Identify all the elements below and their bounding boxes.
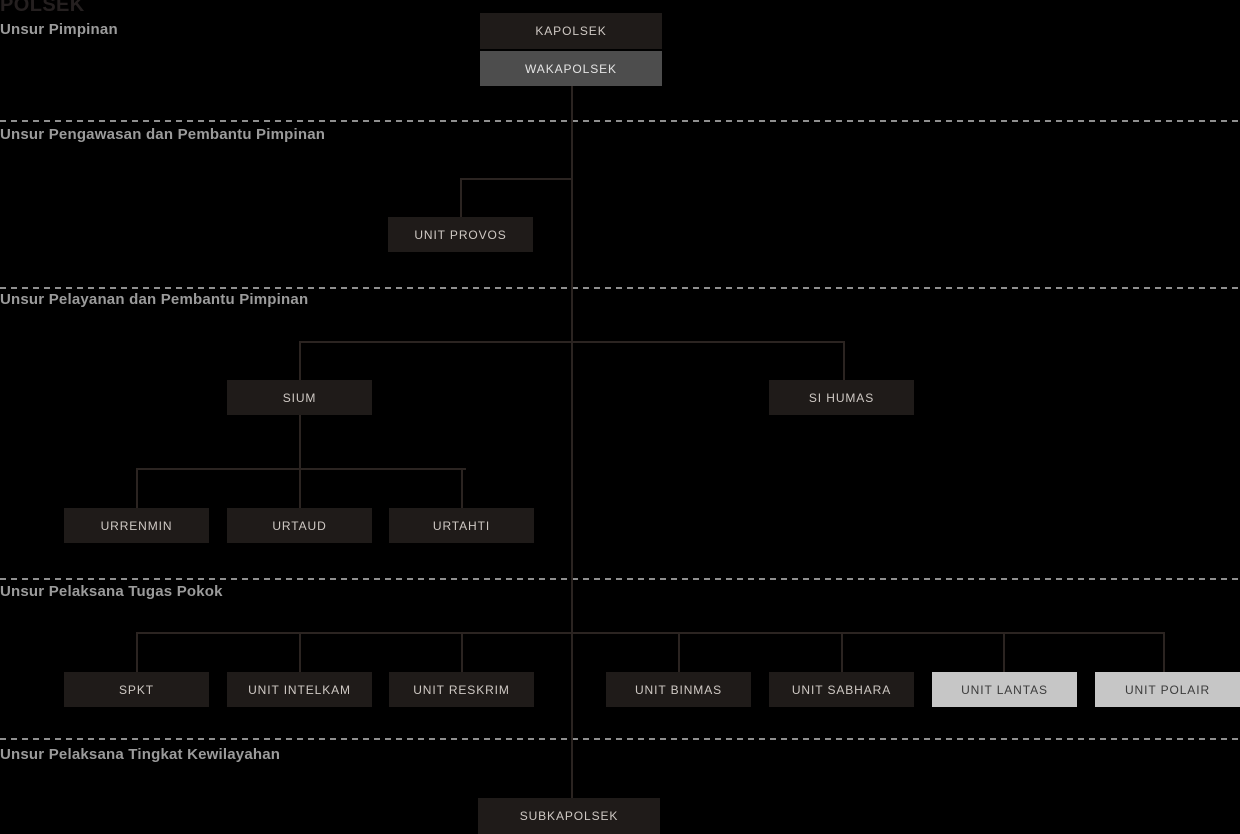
connector-line: [1003, 632, 1005, 674]
connector-line: [300, 341, 845, 343]
org-node-urrenmin[interactable]: URRENMIN: [64, 508, 209, 543]
section-label-0: Unsur Pimpinan: [0, 21, 118, 38]
section-divider: [0, 578, 1240, 580]
org-node-unit-provos[interactable]: UNIT PROVOS: [388, 217, 533, 252]
org-node-unit-reskrim[interactable]: UNIT RESKRIM: [389, 672, 534, 707]
connector-line: [461, 468, 463, 510]
org-node-subkapolsek[interactable]: SUBKAPOLSEK: [478, 798, 660, 834]
connector-line: [299, 341, 301, 382]
org-node-sium[interactable]: SIUM: [227, 380, 372, 415]
org-node-unit-polair[interactable]: UNIT POLAIR: [1095, 672, 1240, 707]
connector-line: [461, 632, 463, 674]
connector-line: [1163, 632, 1165, 674]
section-label-4: Unsur Pelaksana Tingkat Kewilayahan: [0, 746, 281, 763]
org-node-urtaud[interactable]: URTAUD: [227, 508, 372, 543]
connector-line: [678, 632, 680, 674]
section-label-2: Unsur Pelayanan dan Pembantu Pimpinan: [0, 291, 309, 308]
connector-line: [841, 632, 843, 674]
connector-line: [299, 415, 301, 510]
org-node-urtahti[interactable]: URTAHTI: [389, 508, 534, 543]
org-node-si-humas[interactable]: SI HUMAS: [769, 380, 914, 415]
org-node-wakapolsek[interactable]: WAKAPOLSEK: [480, 51, 662, 86]
connector-line: [136, 632, 138, 674]
org-node-unit-intelkam[interactable]: UNIT INTELKAM: [227, 672, 372, 707]
connector-line: [136, 468, 466, 470]
org-node-unit-binmas[interactable]: UNIT BINMAS: [606, 672, 751, 707]
org-node-spkt[interactable]: SPKT: [64, 672, 209, 707]
connector-line: [460, 178, 573, 180]
connector-line: [460, 178, 462, 219]
connector-line: [843, 341, 845, 382]
connector-line: [136, 468, 138, 510]
section-label-1: Unsur Pengawasan dan Pembantu Pimpinan: [0, 126, 326, 143]
connector-line: [299, 632, 301, 674]
org-node-kapolsek[interactable]: KAPOLSEK: [480, 13, 662, 49]
section-label-3: Unsur Pelaksana Tugas Pokok: [0, 583, 223, 600]
connector-line: [571, 86, 573, 798]
org-node-unit-lantas[interactable]: UNIT LANTAS: [932, 672, 1077, 707]
section-divider: [0, 738, 1240, 740]
org-node-unit-sabhara[interactable]: UNIT SABHARA: [769, 672, 914, 707]
connector-line: [136, 632, 1163, 634]
page-title: POLSEK: [0, 0, 85, 16]
section-divider: [0, 287, 1240, 289]
section-divider: [0, 120, 1240, 122]
